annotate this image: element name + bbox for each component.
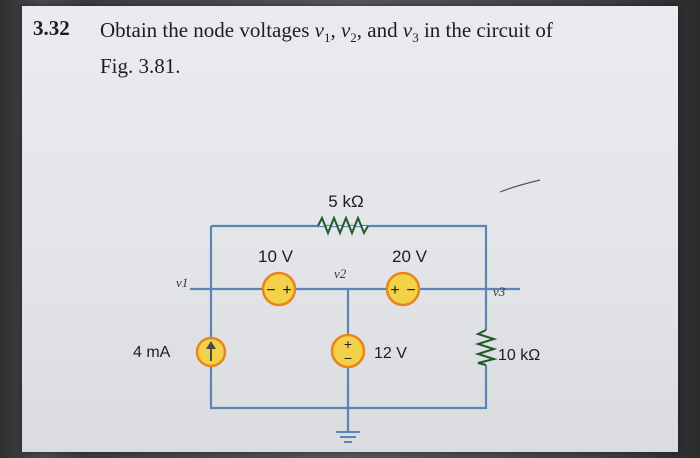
node-v2-label: v2 [334, 266, 347, 281]
src-10v-label: 10 V [258, 247, 294, 266]
src-4ma-label: 4 mA [133, 344, 171, 361]
pen-mark [499, 179, 541, 193]
node-v1-label: v1 [176, 275, 188, 290]
resistor-10k: 10 kΩ [474, 329, 540, 366]
resistor-5k-label: 5 kΩ [328, 192, 363, 211]
src-12v-plus: + [344, 336, 352, 352]
figure-reference: Fig. 3.81. [100, 54, 181, 79]
node-v3-label: v3 [493, 284, 506, 299]
resistor-10k-label: 10 kΩ [498, 347, 540, 364]
src-10v-plus: + [282, 282, 291, 299]
voltage-source-10v: − + 10 V [258, 247, 297, 307]
ground-icon [336, 431, 360, 443]
resistor-5k: 5 kΩ [317, 192, 369, 236]
src-20v-minus: − [406, 282, 415, 299]
voltage-source-12v: + − 12 V [330, 333, 407, 369]
src-20v-plus: + [390, 282, 399, 299]
src-12v-label: 12 V [374, 345, 407, 362]
problem-statement: Obtain the node voltages v1, v2, and v3 … [100, 18, 553, 79]
problem-number: 3.32 [33, 16, 70, 40]
src-10v-minus: − [266, 282, 275, 299]
wires [190, 224, 520, 432]
arrow-up-icon [206, 341, 216, 349]
voltage-source-20v: + − 20 V [385, 247, 428, 307]
src-20v-label: 20 V [392, 247, 428, 266]
current-source-4ma: 4 mA [133, 336, 227, 368]
src-12v-minus: − [344, 350, 352, 366]
